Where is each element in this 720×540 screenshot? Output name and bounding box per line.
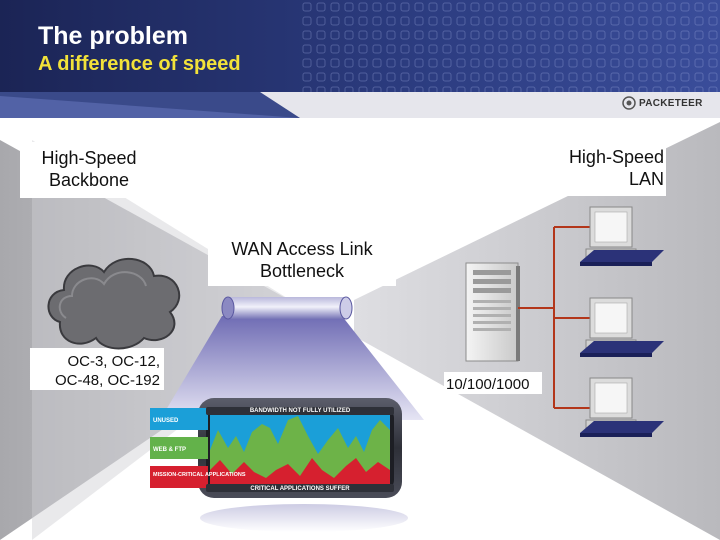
lan-label: High-Speed LAN <box>528 146 664 190</box>
lan-wiring <box>518 226 590 409</box>
server-tower-icon <box>465 262 520 362</box>
monitor-bottom-label: CRITICAL APPLICATIONS SUFFER <box>250 486 350 492</box>
bottleneck-label: WAN Access Link Bottleneck <box>212 238 392 282</box>
legend-swatch-unused <box>150 408 208 430</box>
lan-speed-label: 10/100/1000 <box>446 376 530 393</box>
backbone-speeds-label: OC-3, OC-12, OC-48, OC-192 <box>38 352 160 390</box>
legend-unused: UNUSED <box>153 418 179 424</box>
header-banner: The problem A difference of speed <box>0 0 720 92</box>
backbone-speeds-line1: OC-3, OC-12, <box>67 353 160 370</box>
bottleneck-label-line1: WAN Access Link <box>231 239 373 259</box>
workstation-1-icon <box>580 206 664 266</box>
workstation-3-icon <box>580 377 664 437</box>
legend-web-ftp: WEB & FTP <box>153 447 186 453</box>
wan-pipe <box>221 296 353 320</box>
backbone-label: High-Speed Backbone <box>26 147 152 191</box>
backbone-speeds-line2: OC-48, OC-192 <box>54 372 160 389</box>
backbone-cloud-icon <box>47 257 181 350</box>
legend-swatch-web <box>150 437 208 459</box>
workstation-2-icon <box>580 297 664 357</box>
header-pattern <box>300 0 720 92</box>
lan-label-line2: LAN <box>628 169 664 189</box>
backbone-label-line2: Backbone <box>48 170 130 190</box>
legend-mission-critical: MISSION-CRITICAL APPLICATIONS <box>153 472 246 478</box>
beam <box>160 316 424 420</box>
logo-text: PACKETEER <box>639 97 703 109</box>
backbone-label-line1: High-Speed <box>41 148 137 168</box>
monitor-top-label: BANDWIDTH NOT FULLY UTILIZED <box>250 408 351 414</box>
bottleneck-label-line2: Bottleneck <box>259 261 345 281</box>
lan-label-line1: High-Speed <box>568 147 664 167</box>
label-backgrounds <box>20 140 666 394</box>
legend-swatch-critical <box>150 466 208 488</box>
packeteer-logo: PACKETEER <box>622 96 703 110</box>
page-subtitle: A difference of speed <box>38 53 241 75</box>
traffic-monitor: BANDWIDTH NOT FULLY UTILIZED CRITICAL AP… <box>150 398 408 532</box>
logo-icon <box>622 96 636 110</box>
page-title: The problem <box>38 22 189 50</box>
header-swoosh <box>0 92 720 118</box>
